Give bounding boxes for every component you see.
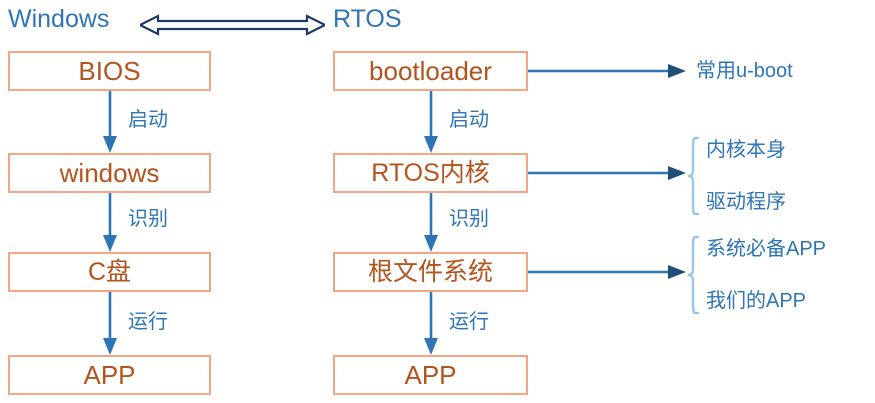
annotation-group-kernel: 内核本身 驱动程序 bbox=[686, 136, 786, 216]
edge-label-right-recognize: 识别 bbox=[449, 208, 489, 230]
arrow-rootfs-to-app bbox=[424, 292, 438, 355]
flow-box-app-right[interactable]: APP bbox=[333, 355, 528, 395]
flow-box-bootloader[interactable]: bootloader bbox=[333, 51, 528, 91]
double-headed-arrow-icon bbox=[140, 14, 325, 36]
flow-box-root-filesystem[interactable]: 根文件系统 bbox=[333, 252, 528, 292]
annotation-item-rootfs-1: 我们的APP bbox=[706, 290, 807, 312]
column-header-windows: Windows bbox=[8, 5, 110, 33]
flow-box-windows[interactable]: windows bbox=[8, 153, 211, 193]
edge-label-right-boot: 启动 bbox=[449, 109, 489, 131]
arrow-bootloader-to-kernel bbox=[424, 91, 438, 153]
edge-label-right-run: 运行 bbox=[449, 311, 489, 333]
annotation-item-rootfs-0: 系统必备APP bbox=[706, 238, 827, 260]
arrow-bios-to-windows bbox=[103, 91, 117, 153]
annotation-items-kernel: 内核本身 驱动程序 bbox=[706, 138, 786, 214]
annotation-item-kernel-1: 驱动程序 bbox=[706, 191, 786, 213]
annotation-group-rootfs: 系统必备APP 我们的APP bbox=[686, 235, 826, 315]
flow-box-app-left[interactable]: APP bbox=[8, 355, 211, 395]
arrow-windows-to-c-drive bbox=[103, 193, 117, 252]
edge-label-left-boot: 启动 bbox=[128, 109, 168, 131]
flow-box-rtos-kernel[interactable]: RTOS内核 bbox=[333, 153, 528, 193]
flow-box-bios[interactable]: BIOS bbox=[8, 51, 211, 91]
arrow-c-drive-to-app bbox=[103, 292, 117, 355]
curly-brace-icon bbox=[687, 136, 700, 216]
flow-box-c-drive[interactable]: C盘 bbox=[8, 252, 211, 292]
edge-label-left-run: 运行 bbox=[128, 311, 168, 333]
annotation-item-kernel-0: 内核本身 bbox=[706, 139, 786, 161]
edge-label-left-recognize: 识别 bbox=[128, 208, 168, 230]
arrow-bootloader-to-annotation bbox=[528, 64, 686, 78]
arrow-kernel-to-annotation bbox=[528, 166, 686, 180]
annotation-bootloader-uboot: 常用u-boot bbox=[696, 60, 793, 82]
arrow-kernel-to-rootfs bbox=[424, 193, 438, 252]
arrow-rootfs-to-annotation bbox=[528, 265, 686, 279]
column-header-rtos: RTOS bbox=[333, 5, 402, 33]
annotation-items-rootfs: 系统必备APP 我们的APP bbox=[706, 237, 826, 313]
curly-brace-icon bbox=[687, 235, 700, 315]
